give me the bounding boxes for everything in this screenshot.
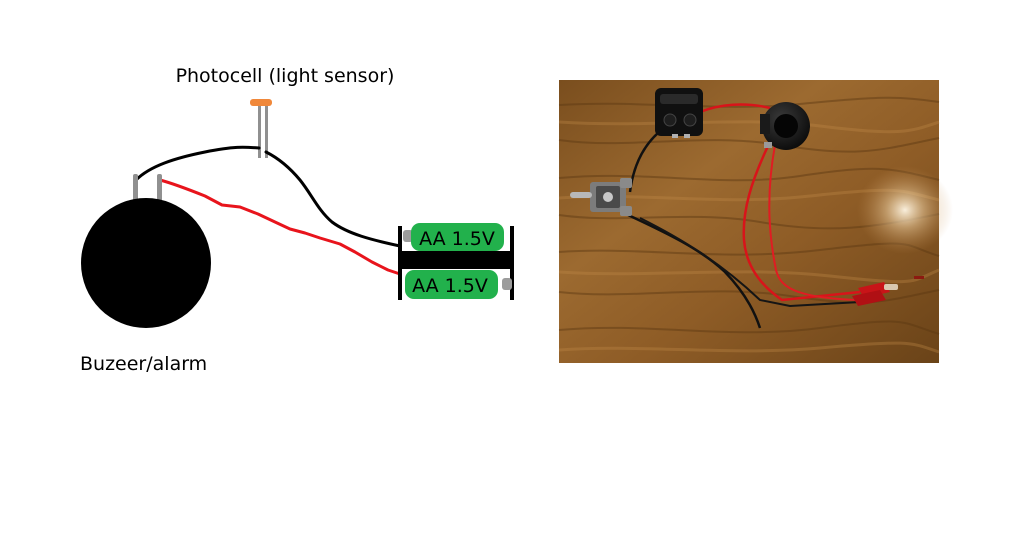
buzzer-pin-right [157,174,162,204]
battery-holder [398,226,514,300]
photo-buzzer [760,102,810,150]
battery-top-terminal [403,230,413,242]
photo-red-wire-top [699,103,771,114]
photocell-lead-right [265,106,268,158]
schematic: Photocell (light sensor) Buzeer/alarm [80,65,514,375]
battery-top-label: AA 1.5V [419,228,495,250]
light-glare [857,166,953,254]
battery-holder-middle-strap [400,251,512,269]
circuit-photo [558,80,953,363]
battery-bottom-terminal [502,278,512,290]
photo-toggle-switch [570,178,632,216]
photocell [250,99,272,158]
battery-top-body [411,223,504,251]
photocell-lead-left [258,106,261,158]
buzzer-body [81,198,211,328]
black-wire-photocell-to-battery [264,150,402,248]
buzzer-label: Buzeer/alarm [80,353,207,375]
photo-red-wire-long [742,145,861,302]
battery-bottom: AA 1.5V [405,270,512,299]
photo-crimp-connectors [852,276,924,306]
photocell-label: Photocell (light sensor) [176,65,395,87]
buzzer-pin-left [133,174,138,204]
battery-top: AA 1.5V [403,223,504,251]
photocell-cap [250,99,272,106]
photo-black-wire-long [639,217,861,308]
battery-bottom-body [405,270,498,299]
black-wire-buzzer-to-photocell [134,145,261,182]
photo-battery-holder [655,88,703,138]
photo-black-wire-bottom [625,212,762,329]
red-wire-buzzer-to-battery [158,178,402,276]
battery-bottom-label: AA 1.5V [412,275,488,297]
photo-red-wire-second [768,144,861,301]
